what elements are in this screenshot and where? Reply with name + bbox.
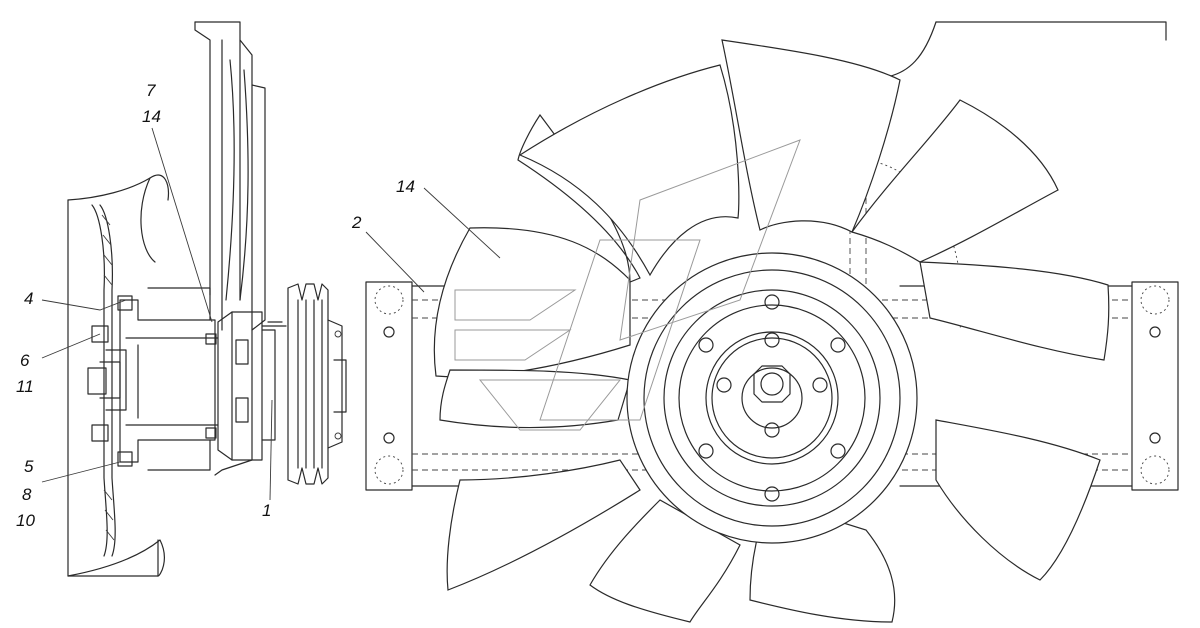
leader-lines — [41, 127, 501, 501]
watermark-logo — [454, 139, 801, 431]
callout-6: 6 — [20, 351, 30, 370]
front-view — [365, 21, 1179, 623]
callout-5: 5 — [24, 457, 34, 476]
callout-14-left: 14 — [142, 107, 161, 126]
callout-7: 7 — [146, 81, 156, 100]
callout-11: 11 — [16, 377, 34, 396]
callout-14-right: 14 — [396, 177, 415, 196]
callout-10: 10 — [16, 511, 35, 530]
callout-4: 4 — [24, 289, 33, 308]
callout-2: 2 — [351, 213, 362, 232]
callout-1: 1 — [262, 501, 271, 520]
callout-8: 8 — [22, 485, 32, 504]
callouts: 7 14 4 6 11 5 8 10 1 2 14 — [16, 81, 415, 530]
side-view — [67, 21, 347, 577]
